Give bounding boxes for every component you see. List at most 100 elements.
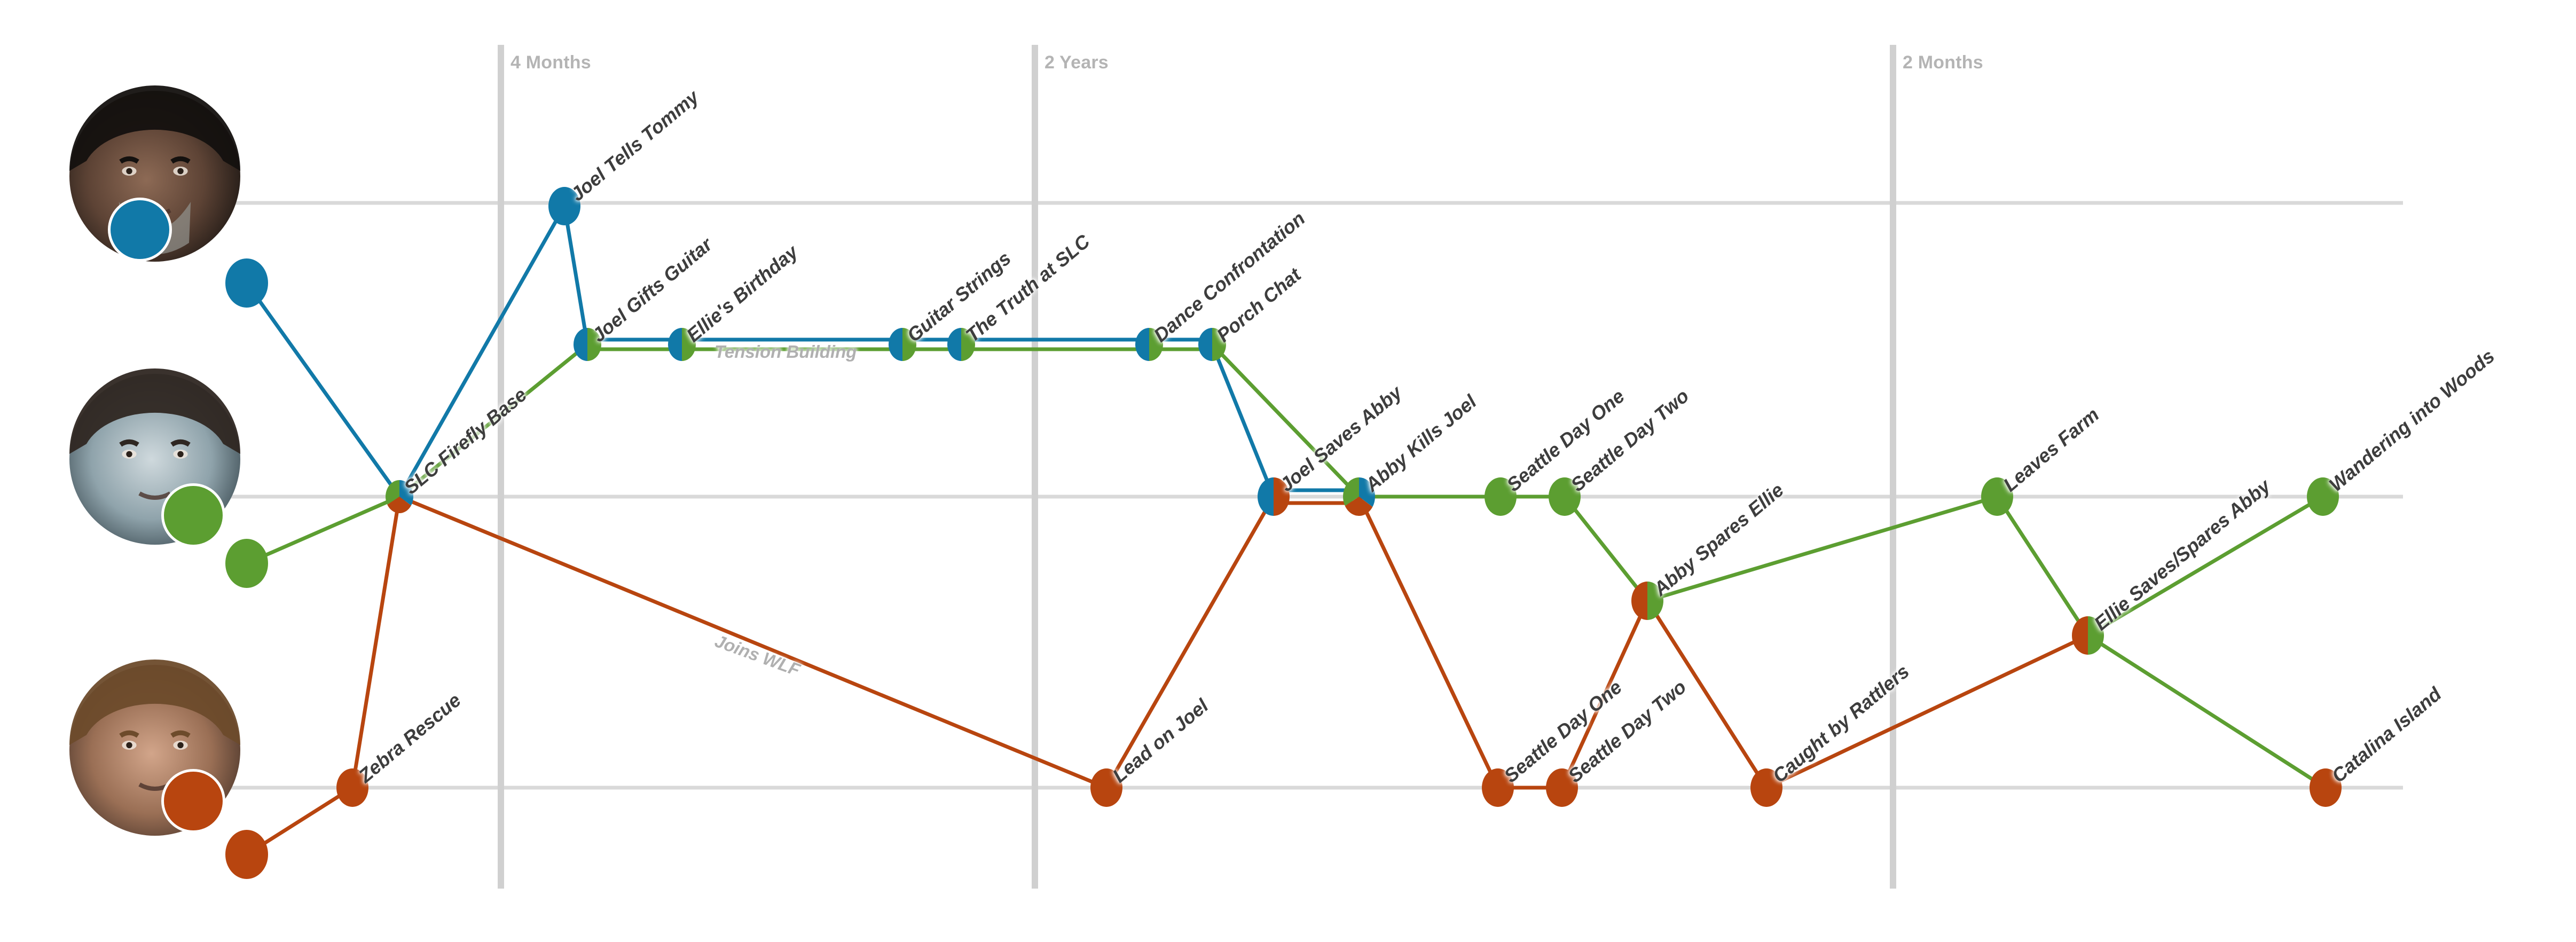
era-label: 2 Years xyxy=(1044,52,1109,73)
node-share-abby xyxy=(225,830,268,879)
era-marker-lines xyxy=(498,45,1896,889)
edge-n-joel-seed-to-n-slc xyxy=(245,281,401,498)
edge-n-slc-to-n-tommy xyxy=(397,205,567,498)
node-n-rattlers[interactable] xyxy=(1750,768,1782,807)
era-label: 2 Months xyxy=(1903,52,1983,73)
edge-n-porch-to-n-joel-saves xyxy=(1210,343,1276,498)
node-n-zebra[interactable] xyxy=(336,768,368,807)
avatar-pupil-left xyxy=(126,168,132,175)
node-share-joel xyxy=(399,480,413,506)
node-share-ellie xyxy=(2307,477,2339,516)
avatar-brow-right xyxy=(170,156,191,164)
edge-n-ellie-seed-to-n-slc xyxy=(246,494,400,566)
avatar-brow-left xyxy=(119,730,139,738)
edge-n-lead-joel-to-n-joel-saves xyxy=(1104,496,1276,789)
edge-n-ellie-spares-to-n-woods xyxy=(2087,494,2324,638)
node-share-joel xyxy=(1198,328,1212,361)
avatar-brow-left xyxy=(119,439,139,447)
node-share-ellie xyxy=(386,480,399,505)
node-n-a-sea2[interactable] xyxy=(1546,768,1578,807)
node-n-abby-kills[interactable] xyxy=(1343,477,1375,516)
avatar-art-layer xyxy=(69,85,240,836)
edge-n-tommy-to-n-gifts-guitar xyxy=(562,206,590,345)
avatar-pupil-right xyxy=(177,451,184,458)
edge-n-abby-spares-to-n-rattlers xyxy=(1646,600,1768,789)
node-n-catalina[interactable] xyxy=(2310,768,2342,807)
edge-n-e-sea2-to-n-abby-spares xyxy=(1563,495,1649,602)
node-n-e-sea2[interactable] xyxy=(1549,477,1581,516)
era-marker-line-0 xyxy=(498,45,504,889)
node-share-ellie xyxy=(1343,477,1359,506)
avatar-hair xyxy=(69,660,240,745)
avatar-hair xyxy=(69,368,240,454)
node-share-abby xyxy=(1546,768,1578,807)
avatar-abby-badge xyxy=(161,769,225,833)
avatar-pupil-left xyxy=(126,451,132,458)
node-share-joel xyxy=(668,328,682,361)
node-share-ellie xyxy=(225,539,268,588)
edge-layer xyxy=(245,205,2327,856)
edge-n-rattlers-to-n-ellie-spares xyxy=(1765,633,2089,790)
edge-n-zebra-to-n-slc xyxy=(350,496,402,788)
avatar-pupil-right xyxy=(177,168,184,175)
node-share-ellie xyxy=(682,328,696,361)
node-n-birthday[interactable] xyxy=(668,328,696,361)
avatar-pupil-right xyxy=(177,742,184,749)
node-share-joel xyxy=(574,328,587,361)
badge-dot xyxy=(164,772,223,830)
badge-dot xyxy=(164,486,223,545)
era-marker-line-2 xyxy=(1890,45,1896,889)
edge-n-slc-to-n-lead-joel xyxy=(398,494,1108,790)
node-n-dance[interactable] xyxy=(1135,328,1163,361)
era-marker-line-1 xyxy=(1032,45,1038,889)
avatar-pupil-left xyxy=(126,742,132,749)
node-n-slc[interactable] xyxy=(386,480,413,514)
edge-label: Tension Building xyxy=(714,342,857,362)
node-n-truth-slc[interactable] xyxy=(947,328,975,361)
avatar-brow-right xyxy=(170,439,191,447)
node-n-gifts-guitar[interactable] xyxy=(574,328,601,361)
node-n-lead-joel[interactable] xyxy=(1090,768,1122,807)
node-share-ellie xyxy=(1981,477,2013,516)
node-n-joel-seed[interactable] xyxy=(225,258,268,308)
node-n-guitar-strings[interactable] xyxy=(889,328,916,361)
edge-n-leaves-farm-to-n-ellie-spares xyxy=(1996,496,2090,637)
node-n-porch[interactable] xyxy=(1198,328,1226,361)
node-share-ellie xyxy=(961,328,975,361)
node-n-ellie-seed[interactable] xyxy=(225,539,268,588)
avatar-joel-badge xyxy=(108,198,172,262)
node-n-woods[interactable] xyxy=(2307,477,2339,516)
node-share-ellie xyxy=(1212,328,1226,361)
node-share-joel xyxy=(889,328,902,361)
node-n-tommy[interactable] xyxy=(548,187,580,225)
node-share-abby xyxy=(1345,497,1373,516)
node-n-abby-seed[interactable] xyxy=(225,830,268,879)
node-share-joel xyxy=(548,187,580,225)
era-label: 4 Months xyxy=(511,52,591,73)
node-share-ellie xyxy=(2088,616,2104,655)
node-share-joel xyxy=(225,258,268,308)
node-share-abby xyxy=(336,768,368,807)
node-share-joel xyxy=(1359,477,1375,507)
node-share-ellie xyxy=(902,328,916,361)
avatar-hair xyxy=(69,85,240,171)
edge-n-abby-kills-to-n-a-sea1 xyxy=(1357,496,1500,789)
edge-n-slc-to-n-gifts-guitar xyxy=(398,343,589,498)
node-share-abby xyxy=(1274,477,1290,516)
node-share-ellie xyxy=(1149,328,1163,361)
node-n-e-sea1[interactable] xyxy=(1485,477,1517,516)
node-share-joel xyxy=(1135,328,1149,361)
node-n-ellie-spares[interactable] xyxy=(2072,616,2104,655)
node-n-leaves-farm[interactable] xyxy=(1981,477,2013,516)
node-n-abby-spares[interactable] xyxy=(1631,582,1663,620)
node-n-a-sea1[interactable] xyxy=(1482,768,1514,807)
badge-dot xyxy=(111,200,169,259)
node-n-joel-saves[interactable] xyxy=(1258,477,1290,516)
avatar-ellie-badge xyxy=(161,483,225,547)
avatar-brow-right xyxy=(170,730,191,738)
node-share-ellie xyxy=(1485,477,1517,516)
node-share-joel xyxy=(1258,477,1274,516)
node-layer xyxy=(225,187,2342,879)
node-share-joel xyxy=(947,328,961,361)
